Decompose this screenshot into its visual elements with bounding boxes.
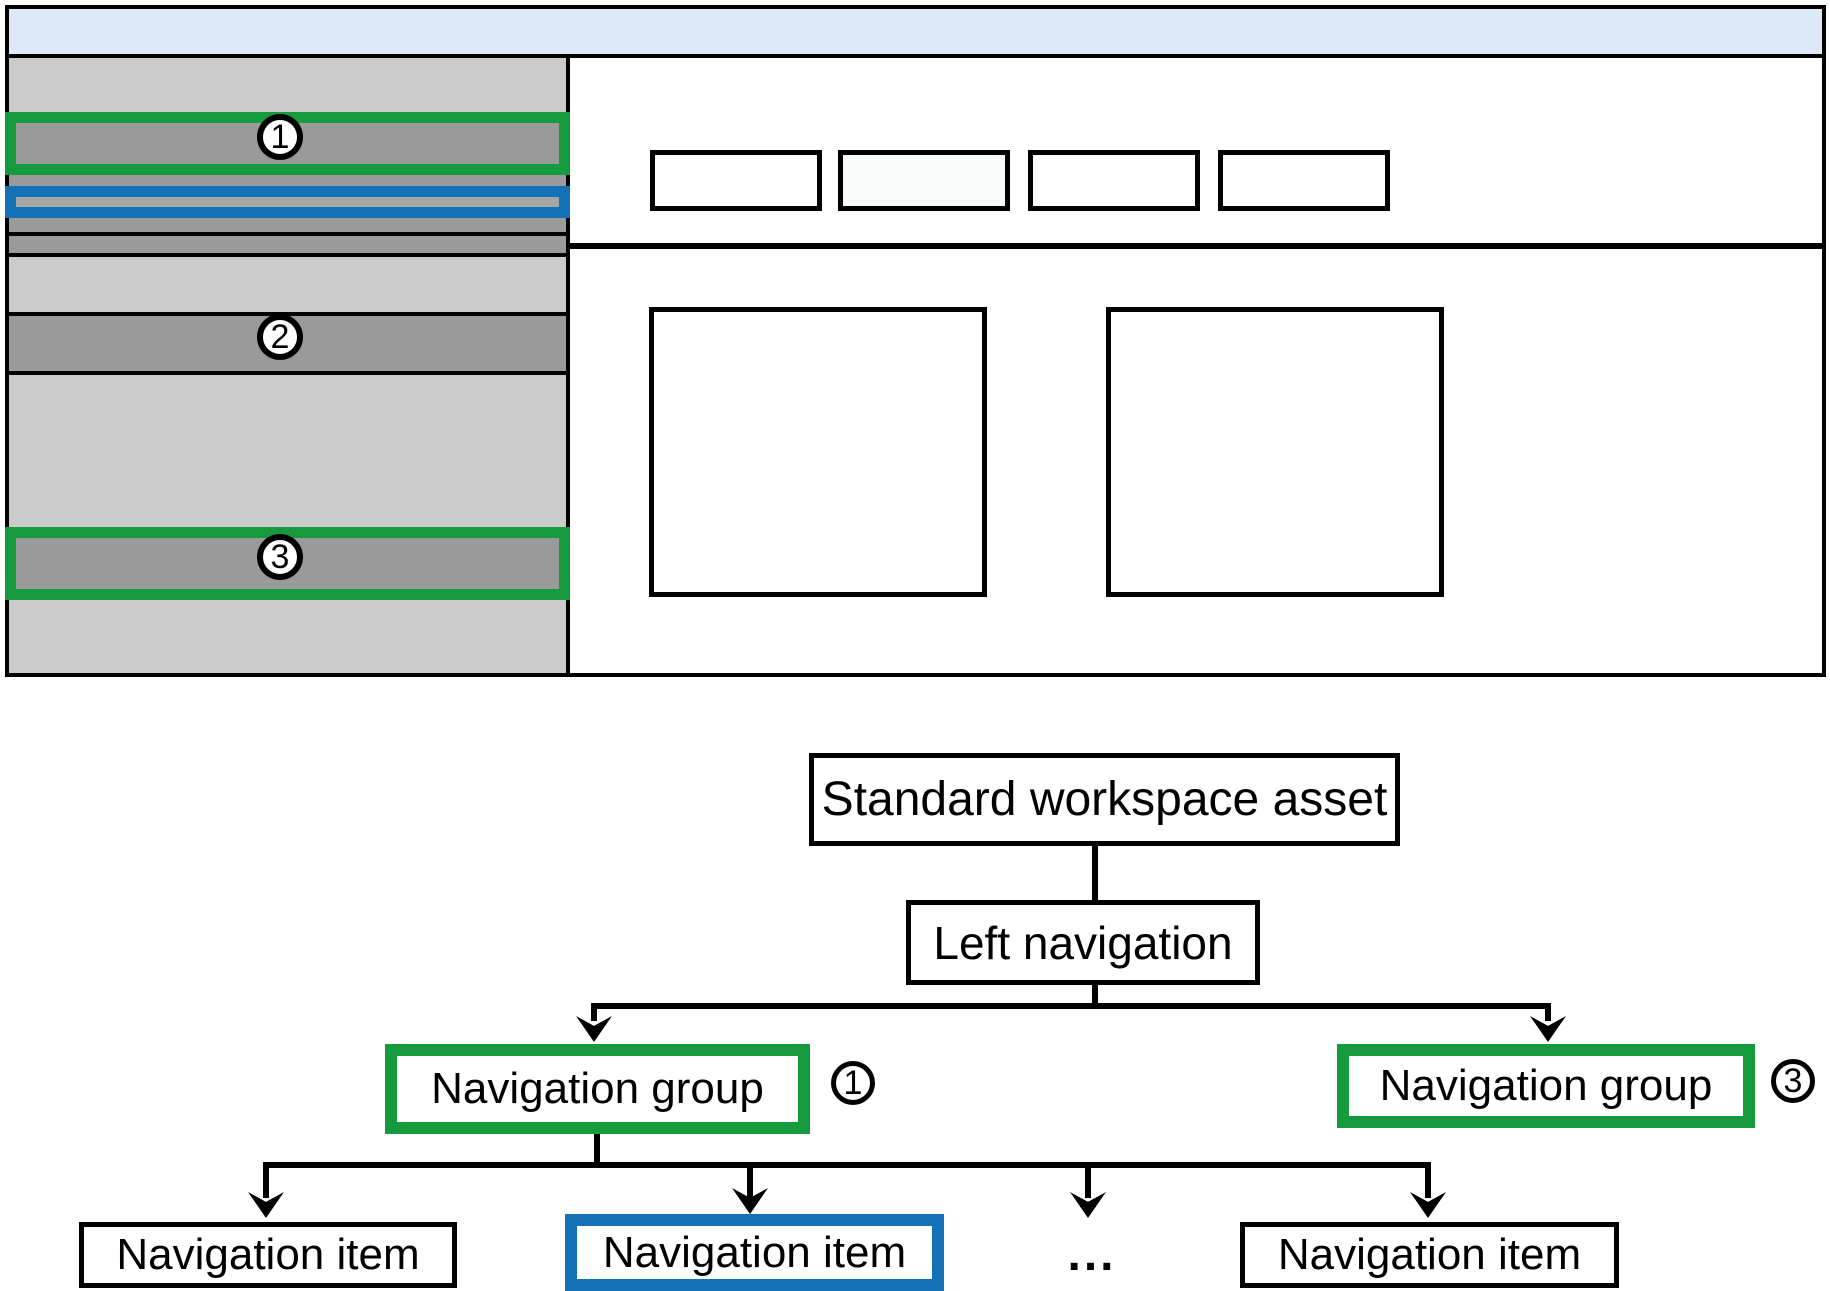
tab-placeholder-4: [1218, 150, 1390, 211]
callout-circle-2: 2: [257, 314, 303, 360]
connector-group1-stub: [594, 1134, 600, 1166]
tree-callout-number: 3: [1783, 1062, 1803, 1100]
tree-callout-number: 1: [843, 1064, 863, 1102]
callout-circle-3: 3: [257, 534, 303, 580]
connector-nav-stub: [1092, 985, 1098, 1007]
tree-node-navigation-item-selected: Navigation item: [565, 1214, 944, 1291]
tree-node-navigation-item-selected-label: Navigation item: [602, 1227, 907, 1277]
tab-placeholder-2: [838, 150, 1010, 211]
content-divider: [570, 243, 1826, 249]
connector-drop-group-2: [1545, 1003, 1551, 1021]
tree-node-navigation-group-3-label: Navigation group: [1379, 1061, 1713, 1110]
connector-drop-ellipsis: [1085, 1162, 1091, 1198]
callout-number: 1: [270, 118, 290, 156]
connector-root-to-nav: [1092, 846, 1098, 900]
connector-drop-item-4: [1425, 1162, 1431, 1198]
tree-callout-circle-3: 3: [1771, 1059, 1815, 1103]
connector-drop-item-1: [263, 1162, 269, 1198]
tree-callout-circle-1: 1: [831, 1061, 875, 1105]
tree-items-ellipsis: ...: [1002, 1222, 1182, 1288]
tree-node-root-label: Standard workspace asset: [821, 772, 1388, 826]
tree-node-navigation-item-4: Navigation item: [1240, 1222, 1619, 1288]
connector-items-branch: [266, 1162, 1428, 1168]
tree-node-navigation-group-3: Navigation group: [1337, 1044, 1755, 1128]
tree-node-left-navigation-label: Left navigation: [933, 916, 1233, 969]
tree-node-navigation-group-1: Navigation group: [385, 1044, 810, 1134]
tree-items-ellipsis-label: ...: [1067, 1228, 1117, 1281]
connector-groups-branch: [594, 1003, 1551, 1009]
tree-node-navigation-item-1: Navigation item: [79, 1222, 457, 1288]
tree-node-root: Standard workspace asset: [809, 753, 1400, 846]
tree-node-navigation-item-1-label: Navigation item: [116, 1230, 420, 1279]
callout-circle-1: 1: [257, 114, 303, 160]
content-card-2: [1106, 307, 1444, 597]
tree-node-navigation-item-4-label: Navigation item: [1277, 1230, 1582, 1279]
tree-node-left-navigation: Left navigation: [906, 900, 1260, 985]
tab-placeholder-3: [1028, 150, 1200, 211]
selected-nav-item-highlight: [5, 186, 570, 218]
callout-number: 2: [270, 318, 290, 356]
callout-number: 3: [270, 538, 290, 576]
connector-drop-item-2: [747, 1162, 753, 1198]
nav-item-bar: [9, 232, 566, 257]
tree-node-navigation-group-1-label: Navigation group: [431, 1064, 764, 1113]
content-card-1: [649, 307, 987, 597]
app-header-bar: [5, 5, 1826, 58]
tab-placeholder-1: [650, 150, 822, 211]
connector-drop-group-1: [591, 1003, 597, 1021]
